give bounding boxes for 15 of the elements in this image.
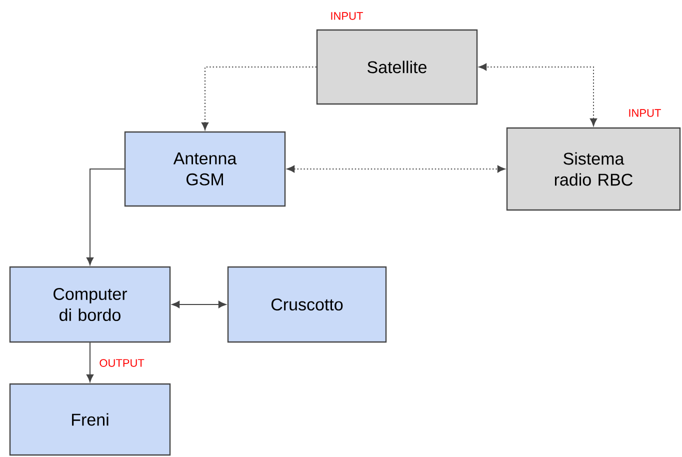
process-box: Antenna GSM: [124, 131, 286, 207]
input-label: INPUT: [629, 109, 661, 117]
arrow: [201, 66, 317, 130]
process-box: Sistema radio RBC: [506, 127, 681, 211]
arrow: [86, 168, 125, 266]
edge-label: OUTPUT: [100, 359, 144, 367]
process-box: Computer di bordo: [9, 266, 171, 343]
process-box: Cruscotto: [227, 266, 387, 343]
arrow: [172, 300, 226, 308]
process-box: Satellite: [316, 29, 478, 105]
arrow: [478, 63, 598, 126]
process-box: Freni: [9, 383, 171, 456]
arrow: [86, 342, 94, 382]
input-label: INPUT: [331, 12, 363, 20]
arrow: [286, 165, 506, 173]
